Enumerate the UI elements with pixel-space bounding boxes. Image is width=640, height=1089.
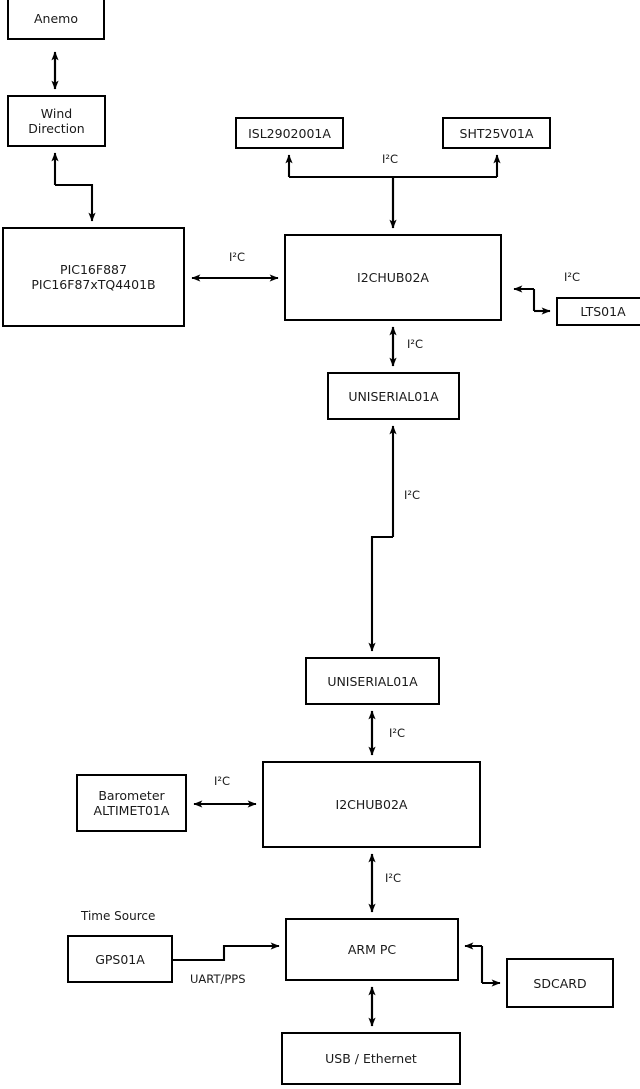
node-barometer-altimet01a[interactable]: Barometer ALTIMET01A [76, 774, 187, 832]
node-pic-microcontroller-label: PIC16F887 PIC16F87xTQ4401B [31, 262, 156, 292]
node-i2chub02a-top-label: I2CHUB02A [357, 270, 429, 285]
node-sht25v01a[interactable]: SHT25V01A [442, 117, 551, 149]
edge-label-i2c-hub-sensors: I²C [382, 152, 399, 166]
node-gps01a[interactable]: GPS01A [67, 935, 173, 983]
connector-armpc-sdcard [464, 942, 501, 987]
edge-label-uart-pps: UART/PPS [190, 972, 246, 986]
edge-label-i2c-barometer-hub2: I²C [214, 774, 231, 788]
node-i2chub02a-bottom-label: I2CHUB02A [335, 797, 408, 812]
connector-uniserial-link [368, 425, 397, 652]
edge-label-i2c-hub2-armpc: I²C [385, 871, 402, 885]
connector-gps-armpc [173, 942, 280, 962]
node-sdcard-label: SDCARD [533, 975, 587, 991]
node-lts01a-label: LTS01A [580, 304, 626, 319]
node-arm-pc[interactable]: ARM PC [285, 918, 459, 981]
node-wind-direction[interactable]: Wind Direction [7, 95, 106, 147]
node-lts01a[interactable]: LTS01A [556, 297, 640, 326]
connector-hub-sensors-bus [285, 154, 501, 229]
node-isl2902001a-label: ISL2902001A [248, 125, 331, 141]
node-usb-ethernet[interactable]: USB / Ethernet [281, 1032, 461, 1085]
edge-label-i2c-hub-lts: I²C [564, 270, 581, 284]
node-arm-pc-label: ARM PC [347, 942, 397, 957]
node-sdcard[interactable]: SDCARD [506, 958, 614, 1008]
node-isl2902001a[interactable]: ISL2902001A [235, 117, 344, 149]
node-gps01a-label: GPS01A [95, 951, 145, 967]
label-time-source: Time Source [81, 909, 156, 923]
connector-pic-wind [51, 152, 96, 222]
node-sht25v01a-label: SHT25V01A [459, 125, 534, 141]
node-wind-direction-label: Wind Direction [28, 106, 85, 136]
connector-hub-lts [513, 285, 551, 315]
node-i2chub02a-bottom[interactable]: I2CHUB02A [262, 761, 481, 848]
node-uniserial01a-lower[interactable]: UNISERIAL01A [305, 657, 440, 705]
node-uniserial01a-lower-label: UNISERIAL01A [327, 673, 418, 689]
node-pic-microcontroller[interactable]: PIC16F887 PIC16F87xTQ4401B [2, 227, 185, 327]
node-anemo-label: Anemo [34, 10, 78, 26]
edge-label-i2c-hub-uniserial: I²C [407, 337, 424, 351]
edge-label-i2c-uniserial-link: I²C [404, 488, 421, 502]
node-usb-ethernet-label: USB / Ethernet [325, 1051, 417, 1066]
node-uniserial01a-upper[interactable]: UNISERIAL01A [327, 372, 460, 420]
node-barometer-altimet01a-label: Barometer ALTIMET01A [93, 788, 170, 818]
edge-label-i2c-uniserial-hub2: I²C [389, 726, 406, 740]
node-anemo[interactable]: Anemo [7, 0, 105, 40]
node-i2chub02a-top[interactable]: I2CHUB02A [284, 234, 502, 321]
node-uniserial01a-upper-label: UNISERIAL01A [348, 388, 439, 404]
edge-label-i2c-pic-hub: I²C [229, 250, 246, 264]
